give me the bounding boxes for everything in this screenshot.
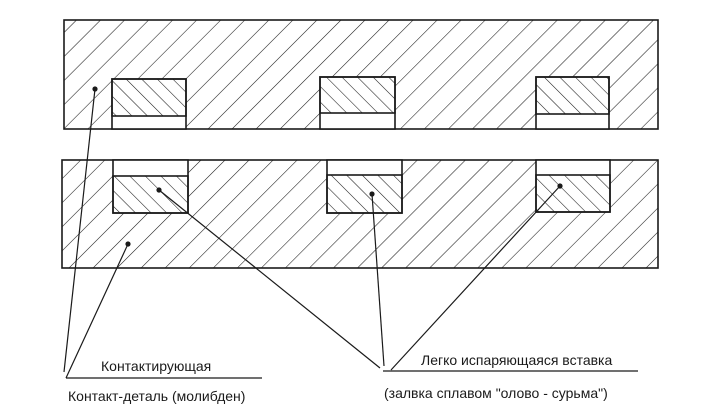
bottom-pocket-2 [326, 159, 403, 214]
label-insert-fill: (залвка сплавом "олово - сурьма") [384, 385, 608, 401]
top-pocket-1 [111, 78, 187, 130]
bottom-pocket-3 [535, 159, 611, 213]
top-pocket-3 [535, 76, 610, 130]
label-insert-title: Легко испаряющаяся вставка [421, 352, 612, 368]
label-contacting: Контактирующая [101, 358, 211, 374]
bottom-pocket-1 [112, 159, 189, 214]
label-contact-part: Контакт-деталь (молибден) [68, 388, 245, 404]
leader-lines [63, 88, 561, 379]
top-pocket-2 [319, 76, 396, 130]
